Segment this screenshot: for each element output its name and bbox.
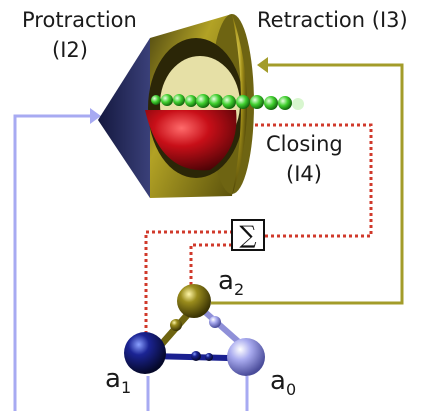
node-a1-label: a1 <box>105 364 132 397</box>
retraction-pathway <box>211 57 404 305</box>
retraction-arrowhead <box>257 57 268 73</box>
protraction-label: Protraction <box>22 8 137 32</box>
protraction-arrowhead <box>90 108 101 124</box>
closing-id-label: (I4) <box>286 162 322 186</box>
retraction-label: Retraction (I3) <box>257 8 408 32</box>
seaweed-strand <box>151 94 304 110</box>
grasper-illustration <box>98 14 304 198</box>
sum-box: ∑ <box>231 219 265 251</box>
protraction-id-label: (I2) <box>52 38 88 62</box>
grasper-cone <box>98 38 150 198</box>
node-a0-sphere <box>227 338 265 376</box>
node-a2-sphere <box>177 284 211 318</box>
closing-label: Closing <box>266 132 343 156</box>
node-a2-label: a2 <box>218 266 245 299</box>
grasper-red-lobe <box>145 110 237 171</box>
node-a0-label: a0 <box>270 366 297 399</box>
sum-symbol: ∑ <box>239 221 257 249</box>
closing-pathway <box>144 123 373 340</box>
node-a1-sphere <box>124 332 166 374</box>
protraction-pathway <box>13 108 249 411</box>
